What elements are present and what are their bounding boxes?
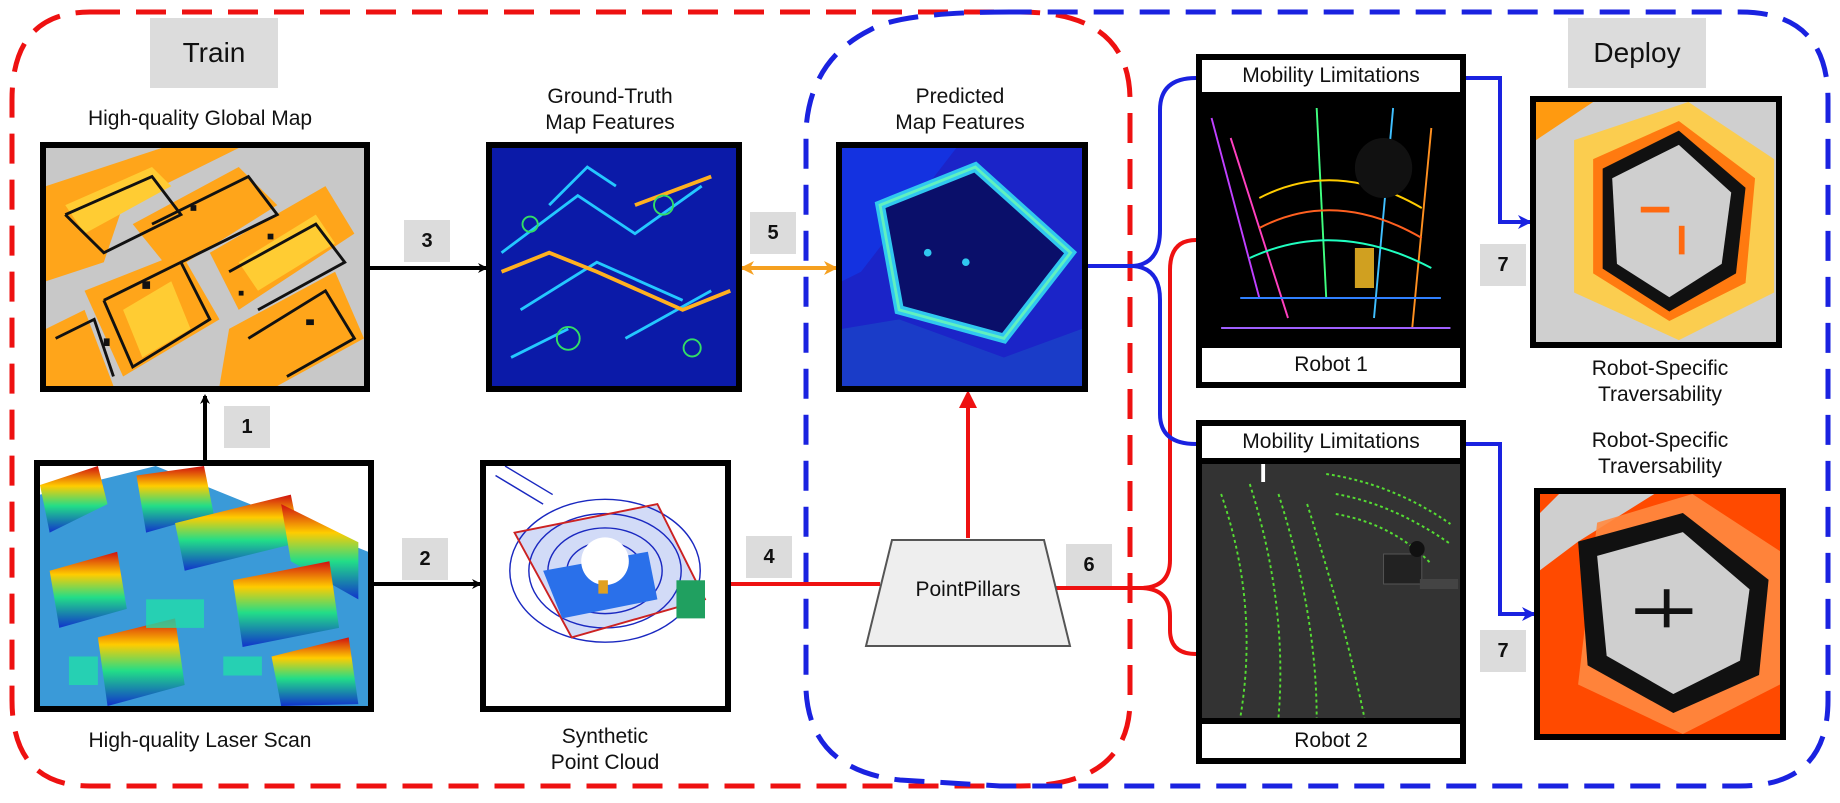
robot1-mobility-label: Mobility Limitations xyxy=(1196,54,1466,98)
step-5-badge: 5 xyxy=(750,212,796,254)
step-2-badge: 2 xyxy=(402,538,448,580)
laser-scan-caption: High-quality Laser Scan xyxy=(88,729,312,752)
traversability1-image xyxy=(1530,96,1782,348)
step-4-badge: 4 xyxy=(746,536,792,578)
gt-features-caption: Ground-Truth Map Features xyxy=(545,85,675,134)
trav2-caption: Robot-Specific Traversability xyxy=(1591,429,1729,478)
laser-scan-image xyxy=(34,460,374,712)
pointpillars-block xyxy=(864,539,1072,647)
robot2-mobility-label: Mobility Limitations xyxy=(1196,420,1466,464)
synthetic-cloud-image xyxy=(480,460,731,712)
train-region-outline xyxy=(9,9,1133,789)
step-3-badge: 3 xyxy=(404,220,450,262)
deploy-label: Deploy xyxy=(1568,18,1706,88)
step-6-badge: 6 xyxy=(1066,544,1112,586)
robot2-pointcloud-image xyxy=(1196,464,1466,718)
robot1-pointcloud-image xyxy=(1196,98,1466,342)
train-label: Train xyxy=(150,18,278,88)
traversability2-image xyxy=(1534,488,1786,740)
pred-features-caption: Predicted Map Features xyxy=(895,85,1025,134)
synthetic-cloud-caption: Synthetic Point Cloud xyxy=(550,725,660,774)
pred-features-image xyxy=(836,142,1088,392)
gt-features-image xyxy=(486,142,742,392)
step-1-badge: 1 xyxy=(224,406,270,448)
pointpillars-label: PointPillars xyxy=(915,578,1021,601)
step-7b-badge: 7 xyxy=(1480,630,1526,672)
global-map-image xyxy=(40,142,370,392)
trav1-caption: Robot-Specific Traversability xyxy=(1591,357,1729,406)
robot1-name-label: Robot 1 xyxy=(1196,342,1466,388)
step-7a-badge: 7 xyxy=(1480,244,1526,286)
global-map-caption: High-quality Global Map xyxy=(87,107,313,130)
robot2-name-label: Robot 2 xyxy=(1196,718,1466,764)
deploy-region-outline xyxy=(803,9,1831,789)
